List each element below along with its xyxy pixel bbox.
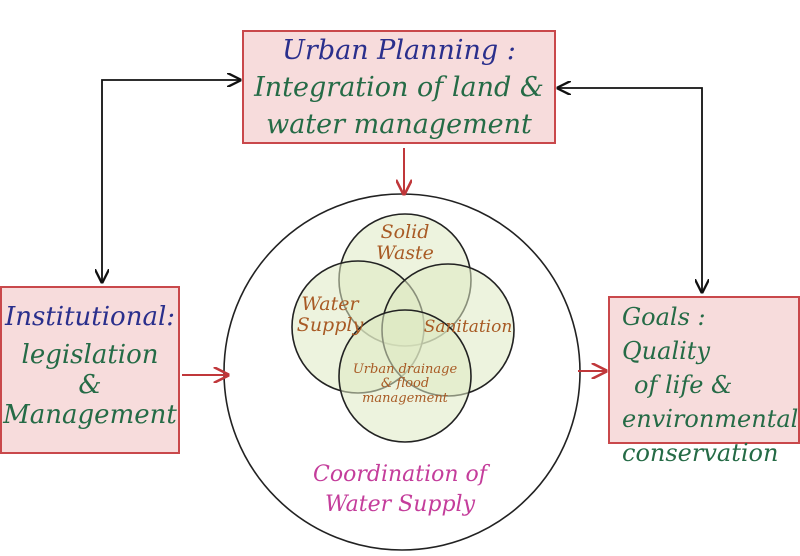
venn-label-solid-waste: Solid Waste [360,222,450,264]
urban-planning-line-1: Integration of land & [254,72,544,103]
venn-label-urban-drainage: Urban drainage & flood management [340,362,470,406]
coordination-caption-line-2: Water Supply [324,492,476,517]
venn-label-water-supply: Water Supply [290,294,370,336]
goals-box: Goals : Quality of life & environmental … [608,296,800,467]
venn-label-urban-drainage-line-1: Urban drainage [352,362,458,377]
goals-line-4: conservation [622,439,779,467]
coordination-caption: Coordination of Water Supply [290,460,510,520]
arrow-top-to-right [558,88,702,292]
institutional-title: Institutional: [4,302,176,332]
venn-label-urban-drainage-line-2: & flood [380,376,430,392]
institutional-box: Institutional: legislation & Management [0,286,180,454]
venn-label-solid-waste-line-1: Solid [380,221,430,243]
institutional-line-2: & [78,370,102,400]
venn-label-water-supply-line-1: Water [301,293,359,315]
urban-planning-title: Urban Planning : [282,35,516,66]
goals-line-2: of life & [634,371,733,399]
venn-circle-urban-drainage [338,309,472,443]
institutional-line-1: legislation [21,340,159,370]
goals-line-1: Goals : Quality [622,303,710,365]
urban-planning-line-2: water management [266,109,532,140]
venn-label-solid-waste-line-2: Waste [376,241,434,264]
venn-label-sanitation: Sanitation [418,318,518,337]
coordination-caption-line-1: Coordination of [313,462,487,487]
venn-label-urban-drainage-line-3: management [362,390,448,406]
institutional-line-3: Management [3,400,177,430]
arrow-top-to-left [102,80,240,282]
venn-label-sanitation-line-1: Sanitation [423,317,513,337]
venn-label-water-supply-line-2: Supply [296,313,364,336]
venn-diagram [291,213,515,443]
urban-planning-box: Urban Planning : Integration of land & w… [242,30,556,144]
goals-line-3: environmental [622,405,799,433]
